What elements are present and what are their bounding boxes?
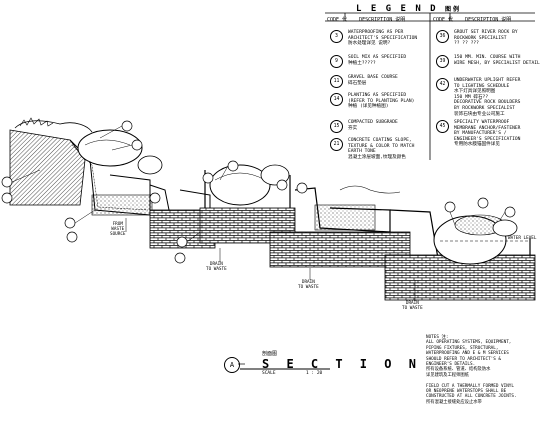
terrace-3	[269, 185, 411, 268]
scale-value: 1 : 20	[306, 371, 323, 376]
legend-col-header: CODE 代 DESCRIPTION 说明	[327, 17, 406, 23]
drain-label: DRAIN TO WASTE	[206, 262, 227, 272]
section-tag: A	[224, 357, 240, 373]
scale-label: SCALE	[262, 371, 276, 376]
legend-frame	[325, 12, 535, 160]
water-level-label: WATER LEVEL	[508, 236, 537, 241]
drain-label: DRAIN TO WASTE	[402, 301, 423, 311]
left-bank	[9, 117, 93, 206]
from-waste-source-label: FROM WASTE SOURCE	[110, 222, 126, 237]
section-title-cn: 剖面图	[262, 351, 278, 357]
leader-lines	[11, 125, 506, 300]
callout-bubbles	[1, 120, 516, 264]
terrace-1	[69, 129, 163, 216]
drain-label: DRAIN TO WASTE	[298, 280, 319, 290]
legend-col-header: CODE 代 DESCRIPTION 说明	[433, 17, 512, 23]
legend-title: L E G E N D 图例	[356, 4, 462, 14]
section-title: S E C T I O N	[262, 357, 421, 371]
notes-block: NOTES 注: ALL OPERATING SYSTEMS, EQUIPMEN…	[426, 335, 517, 405]
terrace-4	[384, 209, 536, 301]
